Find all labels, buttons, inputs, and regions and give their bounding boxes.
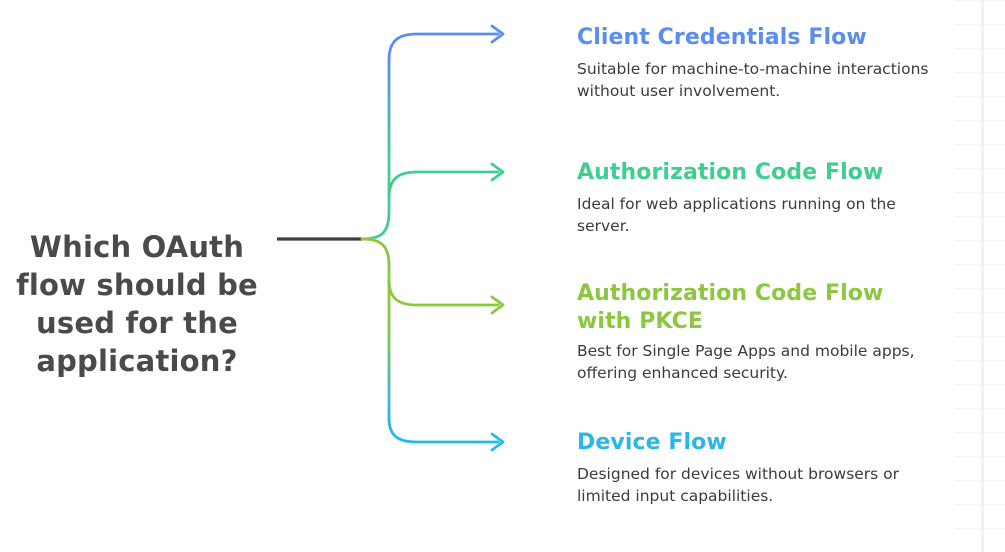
root-question-text: Which OAuth flow should be used for the … — [16, 230, 258, 378]
branch-description-authorization-code-pkce: Best for Single Page Apps and mobile app… — [577, 342, 915, 382]
arrow-right-icon-client-credentials — [490, 24, 505, 44]
connector-branch-device-flow — [387, 416, 500, 444]
connector-branch-client-credentials — [387, 32, 500, 62]
connector-branch-authorization-code — [387, 170, 500, 200]
branch-title-device-flow: Device Flow — [577, 430, 727, 455]
branch-description-device-flow: Designed for devices without browsers or… — [577, 465, 900, 505]
connector-trunk-lower — [360, 237, 391, 420]
branch-device-flow: Device Flow Designed for devices without… — [577, 429, 977, 507]
branch-title-authorization-code-pkce: Authorization Code Flow with PKCE — [577, 281, 884, 334]
branch-authorization-code-pkce: Authorization Code Flow with PKCE Best f… — [577, 280, 977, 384]
arrow-right-icon-authorization-code — [490, 162, 505, 182]
arrow-right-icon-device-flow — [490, 432, 505, 452]
connector-trunk-upper — [360, 58, 391, 241]
branch-description-authorization-code: Ideal for web applications running on th… — [577, 195, 896, 235]
arrow-right-icon-authorization-code-pkce — [490, 295, 505, 315]
branch-client-credentials: Client Credentials Flow Suitable for mac… — [577, 24, 977, 102]
branch-title-client-credentials: Client Credentials Flow — [577, 25, 867, 50]
branch-authorization-code: Authorization Code Flow Ideal for web ap… — [577, 159, 977, 237]
branch-title-authorization-code: Authorization Code Flow — [577, 160, 884, 185]
branch-description-client-credentials: Suitable for machine-to-machine interact… — [577, 60, 929, 100]
connector-branch-authorization-code-pkce — [387, 278, 500, 307]
